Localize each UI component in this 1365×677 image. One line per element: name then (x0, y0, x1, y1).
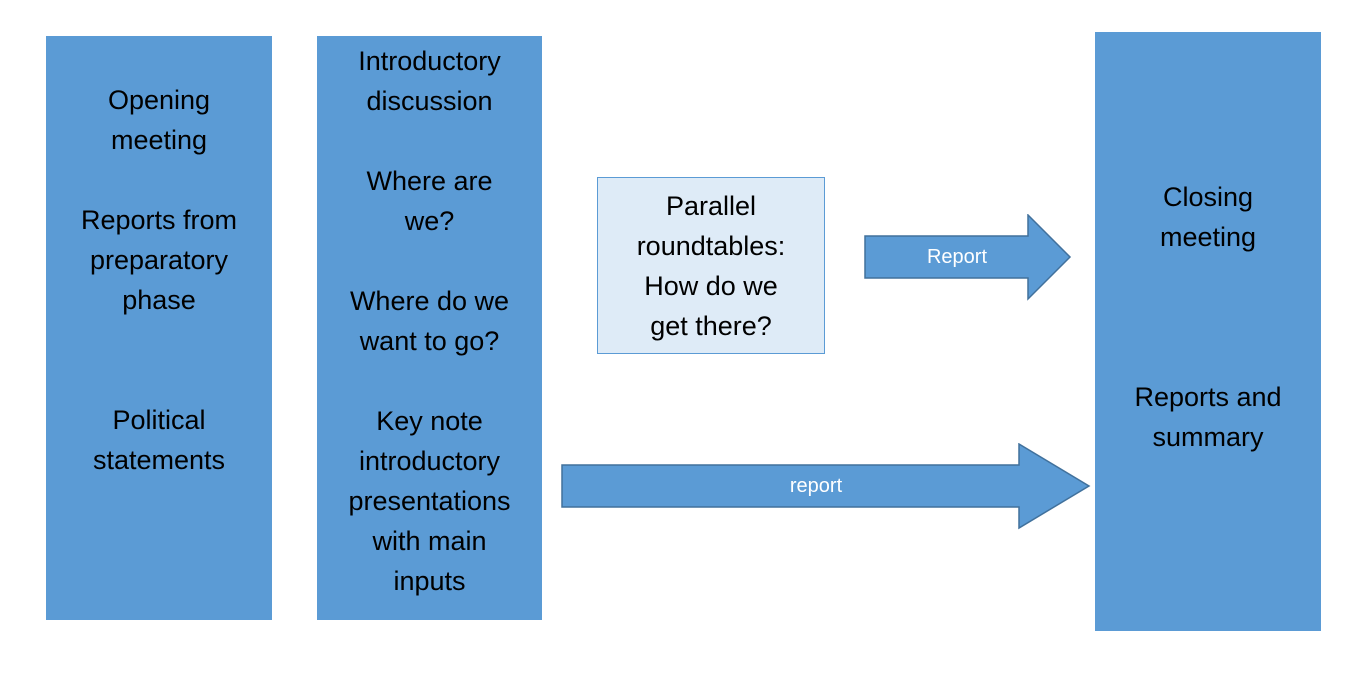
closing-phase-text-3: Reports and (1134, 382, 1282, 412)
intro-phase-text-5: Where do we (349, 286, 510, 316)
report-arrow-lower-label: report (789, 475, 843, 497)
intro-phase-text-11: inputs (393, 566, 466, 596)
roundtable-text-1: Parallel (665, 191, 757, 221)
intro-phase-text-8: introductory (358, 446, 501, 476)
closing-phase-text-1: Closing (1162, 182, 1254, 212)
intro-phase-text-10: with main (372, 526, 487, 556)
parallel-roundtables-box: Parallel roundtables: How do we get ther… (597, 177, 825, 354)
opening-phase-text-1: Opening (107, 85, 211, 115)
roundtable-text-2: roundtables: (636, 231, 786, 261)
opening-phase-text-3: Reports from (80, 205, 238, 235)
opening-phase-text-2: meeting (110, 125, 208, 155)
report-arrow-lower (561, 443, 1091, 530)
report-arrow-upper-shape (864, 214, 1072, 301)
opening-phase-text-4: preparatory (89, 245, 229, 275)
intro-phase-text-3: Where are (366, 166, 493, 196)
opening-phase-text-5: phase (122, 285, 196, 315)
intro-phase-text-9: presentations (348, 486, 511, 516)
roundtable-text-4: get there? (650, 311, 772, 341)
report-arrow-upper (864, 214, 1072, 301)
intro-phase-text-1: Introductory (358, 46, 501, 76)
introductory-phase-block: Introductory discussion Where are we? Wh… (317, 36, 542, 620)
closing-phase-block: Closing meeting Reports and summary (1095, 32, 1321, 631)
report-arrow-lower-shape (561, 443, 1091, 530)
intro-phase-text-7: Key note (376, 406, 483, 436)
roundtable-text-3: How do we (644, 271, 778, 301)
intro-phase-text-4: we? (404, 206, 455, 236)
opening-phase-block: Opening meeting Reports from preparatory… (46, 36, 272, 620)
intro-phase-text-2: discussion (366, 86, 493, 116)
opening-phase-text-6: Political (112, 405, 206, 435)
intro-phase-text-6: want to go? (359, 326, 500, 356)
opening-phase-text-7: statements (92, 445, 226, 475)
closing-phase-text-4: summary (1152, 422, 1264, 452)
report-arrow-upper-label: Report (926, 246, 988, 268)
closing-phase-text-2: meeting (1159, 222, 1257, 252)
